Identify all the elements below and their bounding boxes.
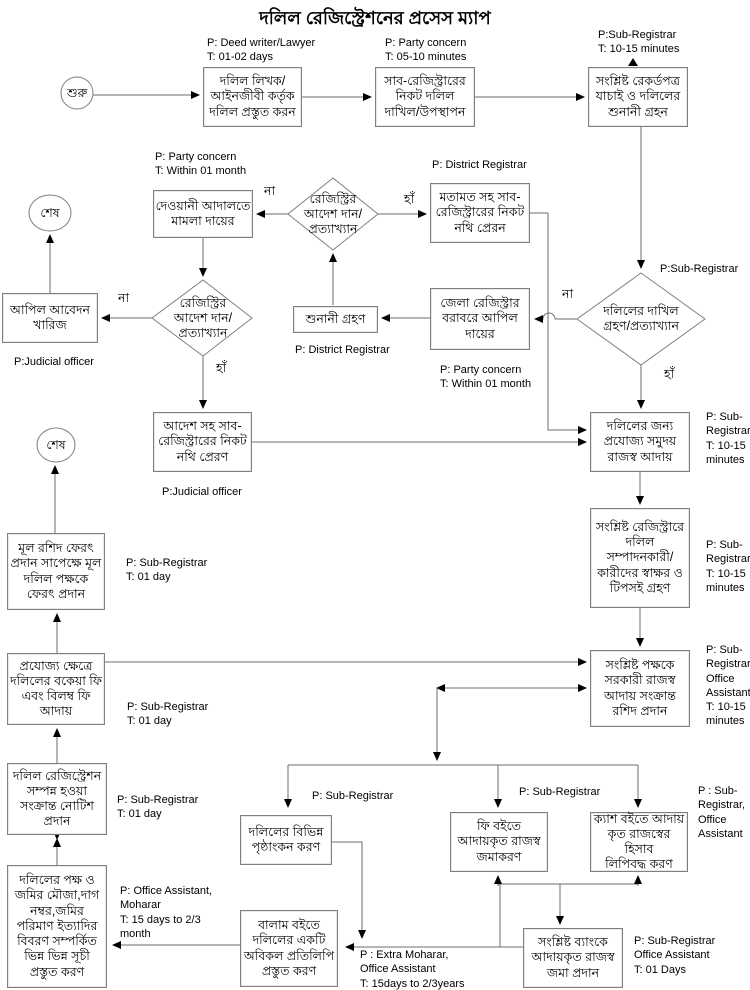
annotation-order: P:Judicial officer	[162, 486, 242, 498]
annotation-feebook: P: Sub-Registrar	[519, 786, 601, 798]
decision-registry-order-upper: রেজিস্ট্রির আদেশ দান/ প্রত্যাখ্যান	[303, 191, 363, 236]
annotation-appeal: P: Party concern T: Within 01 month	[440, 364, 532, 391]
decision-registry-order-lower: রেজিস্ট্রির আদেশ দান/ প্রত্যাখ্যান	[173, 295, 233, 340]
label-no-lower: না	[118, 291, 130, 305]
annotation-submit: P: Party concern T: 05-10 minutes	[385, 37, 467, 64]
annotation-index: P: Office Assistant, Moharar T: 15 days …	[120, 885, 213, 940]
annotation-notice: P: Sub-Registrar T: 01 day	[117, 794, 199, 821]
start-terminator: শুরু	[66, 85, 88, 100]
process-fee-book: ফি বইতে আদায়কৃত রাজস্ব জমাকরণ	[450, 812, 548, 872]
process-submit-deed: সাব-রেজিস্ট্রারের নিকট দলিল দাখিল/উপস্থা…	[375, 67, 475, 127]
process-prepare-deed: দলিল লিখক/ আইনজীবী কর্তৃক দলিল প্রস্তুত …	[203, 67, 302, 127]
label-yes-accept: হাঁ	[664, 367, 675, 381]
label-yes-lower: হাঁ	[216, 361, 227, 375]
annotation-cashbook: P : Sub- Registrar, Office Assistant	[698, 785, 746, 840]
process-bank-deposit: সংশ্লিষ্ট ব্যাংকে আদায়কৃত রাজস্ব জমা প্…	[523, 928, 623, 988]
end-terminator-mid: শেষ	[46, 437, 66, 452]
label-yes-upper: হাঁ	[404, 192, 415, 206]
annotation-revenue: P: Sub- Registrar T: 10-15 minutes	[706, 411, 750, 466]
process-hearing: শুনানী গ্রহণ	[293, 306, 378, 333]
process-send-opinion: মতামত সহ সাব- রেজিস্ট্রারের নিকট নথি প্র…	[430, 183, 530, 243]
annotation-hearing: P: District Registrar	[295, 344, 390, 356]
process-collect-revenue: দলিলের জন্য প্রযোজ্য সমুদয় রাজস্ব আদায়	[590, 412, 690, 472]
annotation-sign: P: Sub- Registrar T: 10-15 minutes	[706, 539, 750, 594]
annotation-return: P: Sub-Registrar T: 01 day	[126, 557, 208, 584]
process-balam-copy: বালাম বইতে দলিলের একটি অবিকল প্রতিলিপি প…	[240, 910, 338, 987]
annotation-accept: P:Sub-Registrar	[660, 263, 739, 275]
end-terminator-top: শেষ	[40, 205, 60, 220]
process-give-receipt: সংশ্লিষ্ট পক্ষকে সরকারী রাজস্ব আদায় সংক…	[590, 650, 690, 727]
annotation-bank: P: Sub-Registrar Office Assistant T: 01 …	[634, 935, 716, 976]
annotation-prepare: P: Deed writer/Lawyer T: 01-02 days	[207, 37, 316, 64]
annotation-receipt: P: Sub- Registrar, Office Assistant T: 1…	[706, 644, 750, 728]
diagram-title: দলিল রেজিস্ট্রেশনের প্রসেস ম্যাপ	[259, 8, 491, 28]
annotation-dismiss: P:Judicial officer	[14, 356, 94, 368]
process-appeal-dismissed: আপিল আবেদন খারিজ	[2, 293, 98, 343]
process-appeal-district-registrar: জেলা রেজিস্ট্রার বরাবরে আপিল দায়ের	[430, 288, 530, 350]
annotation-opinion: P: District Registrar	[432, 159, 527, 171]
process-send-order: আদেশ সহ সাব- রেজিস্ট্রারের নিকট নথি প্রে…	[153, 412, 252, 472]
annotation-verify: P:Sub-Registrar T: 10-15 minutes	[598, 29, 680, 56]
process-cash-book: ক্যাশ বইতে আদায় কৃত রাজস্বের হিসাব লিপি…	[590, 812, 688, 872]
process-endorsement: দলিলের বিভিন্ন পৃষ্ঠাংকন করণ	[240, 815, 332, 865]
process-verify-records: সংশ্লিষ্ট রেকর্ডপত্র যাচাই ও দলিলের শুনা…	[588, 67, 688, 127]
annotation-endorse: P: Sub-Registrar	[312, 790, 394, 802]
process-prepare-indices: দলিলের পক্ষ ও জমির মৌজা,দাগ নম্বর,জমির প…	[7, 865, 107, 988]
label-no-upper: না	[264, 184, 276, 198]
process-return-deed: মূল রশিদ ফেরৎ প্রদান সাপেক্ষে মূল দলিল প…	[7, 533, 105, 610]
process-civil-court: দেওয়ানী আদালতে মামলা দায়ের	[153, 190, 253, 238]
annotation-due: P: Sub-Registrar T: 01 day	[127, 701, 209, 728]
label-no-accept: না	[562, 287, 574, 301]
decision-accept-submission: দলিলের দাখিল গ্রহণ/প্রত্যাখ্যান	[603, 304, 679, 333]
annotation-balam: P : Extra Moharar, Office Assistant T: 1…	[360, 949, 465, 990]
annotation-court: P: Party concern T: Within 01 month	[155, 151, 247, 178]
process-signatures-thumbprints: সংশ্লিষ্ট রেজিস্ট্রারে দলিল সম্পাদনকারী/…	[590, 508, 690, 608]
process-completion-notice: দলিল রেজিস্ট্রেশন সম্পন্ন হওয়া সংক্রান্…	[7, 763, 107, 835]
process-due-fees: প্রযোজ্য ক্ষেত্রে দলিলের বকেয়া ফি এবং ব…	[7, 653, 105, 725]
